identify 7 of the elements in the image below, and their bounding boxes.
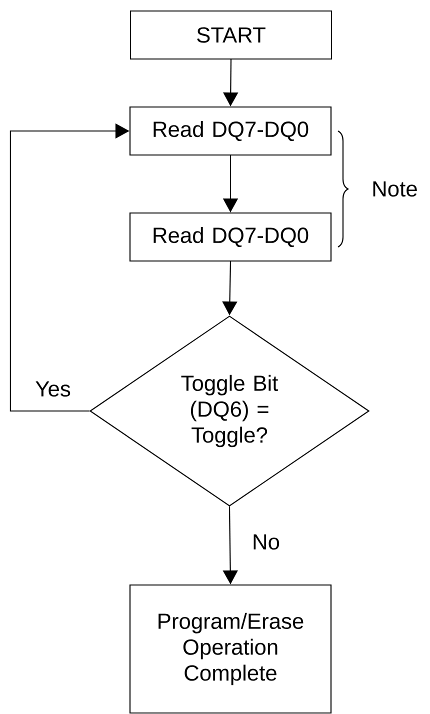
edge-label: Yes xyxy=(36,381,70,397)
edge-label: No xyxy=(254,534,280,550)
process-box: Read DQ7-DQ0 xyxy=(129,106,332,156)
process-box: Read DQ7-DQ0 xyxy=(129,212,332,262)
process-box: START xyxy=(130,10,332,60)
process-box: Program/Erase Operation Complete xyxy=(129,584,332,714)
note-label: Note xyxy=(373,181,417,197)
